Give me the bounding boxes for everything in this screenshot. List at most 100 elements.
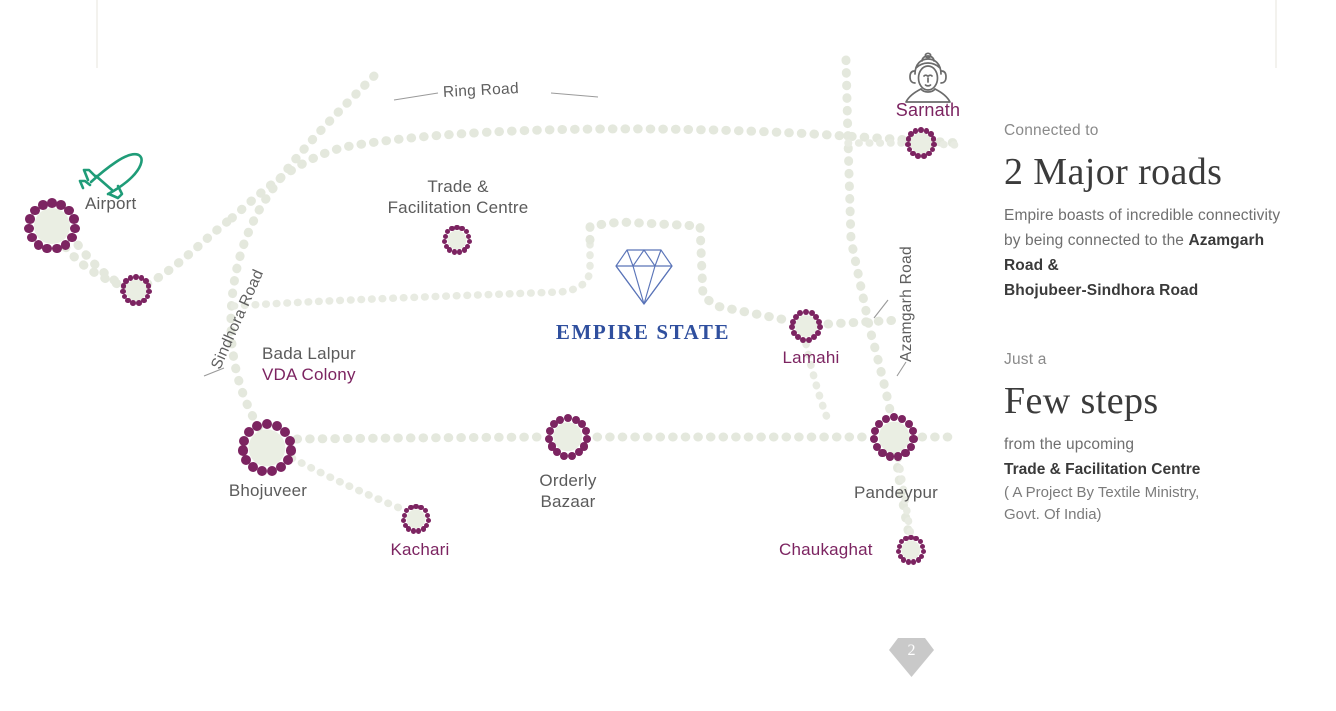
- map-node-dot: [931, 141, 937, 148]
- place-label-trade-facilitation-centre: Trade & Facilitation Centre: [338, 176, 578, 218]
- map-node-dot: [127, 275, 134, 281]
- guide-rule-right: [1275, 0, 1277, 68]
- map-node-dot: [442, 233, 448, 239]
- map-node-pandeypur[interactable]: [870, 413, 918, 461]
- brand-wordmark: EMPIRE STATE: [555, 320, 731, 344]
- map-node-dot: [560, 451, 569, 460]
- map-node-dot: [279, 426, 290, 438]
- map-node-dot: [24, 223, 34, 234]
- map-node-dot: [789, 318, 796, 325]
- map-node-orderly-bazaar[interactable]: [545, 414, 591, 460]
- map-node-dot: [425, 517, 431, 523]
- map-node-dot: [896, 543, 902, 549]
- map-node-lamahi[interactable]: [789, 309, 823, 343]
- map-node-dot: [285, 445, 296, 456]
- block-one-body: Empire boasts of incredible connectivity…: [1004, 203, 1294, 303]
- road-label-azamgarh-road: Azamgarh Road: [898, 246, 915, 362]
- map-node-core: [406, 509, 426, 529]
- place-label-bhojuveer: Bhojuveer: [228, 481, 308, 500]
- map-node-dot: [552, 448, 561, 457]
- map-node-bhojuveer[interactable]: [238, 419, 296, 477]
- guide-rule-left: [96, 0, 98, 68]
- map-node-dot: [790, 330, 797, 336]
- map-node-dot: [408, 505, 414, 511]
- map-node-dot: [910, 150, 917, 157]
- map-node-dot: [60, 239, 71, 250]
- map-node-dot: [145, 283, 152, 289]
- place-label-kachari: Kachari: [390, 540, 450, 559]
- map-node-dot: [808, 310, 815, 317]
- map-node-dot: [545, 427, 554, 436]
- map-node-dot: [275, 462, 287, 473]
- block-two-body-lead: from the upcoming: [1004, 436, 1135, 453]
- map-node-dot: [794, 334, 801, 341]
- subnote-line2: Govt. Of India): [1004, 506, 1102, 523]
- map-node-dot: [420, 526, 426, 532]
- map-node-dot: [563, 414, 573, 423]
- map-node-dot: [422, 508, 428, 514]
- map-node-dot: [870, 426, 880, 436]
- map-node-dot: [266, 466, 278, 477]
- map-node-trade-facilitation-centre[interactable]: [442, 225, 472, 255]
- map-node-dot: [908, 131, 914, 137]
- map-node-dot: [121, 293, 128, 300]
- map-node-dot: [29, 205, 40, 216]
- map-node-dot: [905, 559, 912, 565]
- map-node-dot: [70, 223, 80, 234]
- map-node-dot: [908, 535, 914, 541]
- block-two-eyebrow: Just a: [1004, 351, 1047, 368]
- map-node-dot: [271, 421, 282, 432]
- map-node-dot: [912, 128, 919, 134]
- map-node-dot: [123, 278, 129, 284]
- map-node-chaukaghat[interactable]: [896, 535, 926, 565]
- map-node-dot: [929, 146, 936, 153]
- map-node-junction-airport[interactable]: [120, 274, 152, 306]
- map-node-dot: [466, 233, 472, 239]
- place-label-chaukaghat: Chaukaghat: [779, 540, 873, 559]
- map-node-dot: [797, 310, 804, 317]
- map-node-dot: [120, 283, 127, 289]
- map-node-dot: [816, 318, 823, 325]
- map-node-dot: [896, 548, 902, 554]
- map-node-airport[interactable]: [24, 198, 80, 254]
- map-node-dot: [140, 297, 147, 304]
- place-label-pandeypur: Pandeypur: [853, 483, 939, 502]
- map-node-dot: [919, 553, 925, 559]
- map-node-dot: [413, 504, 419, 510]
- map-node-dot: [146, 288, 152, 295]
- map-node-dot: [442, 238, 448, 244]
- map-node-core: [901, 540, 921, 560]
- map-node-core: [553, 422, 583, 452]
- map-node-dot: [545, 434, 554, 443]
- map-node-dot: [466, 238, 472, 244]
- block-one-eyebrow: Connected to: [1004, 122, 1099, 139]
- map-node-dot: [135, 300, 142, 306]
- map-node-dot: [567, 451, 576, 460]
- page-number: 2: [907, 642, 916, 659]
- map-node-dot: [451, 249, 458, 255]
- map-node-dot: [803, 309, 809, 315]
- map-node-dot: [915, 153, 922, 159]
- block-one-road-names-inline: Azamgarh Road &: [1004, 232, 1265, 274]
- map-node-dot: [406, 526, 412, 532]
- info-block-major-roads: Connected to 2 Major roads Empire boasts…: [1004, 120, 1294, 303]
- map-node-dot: [239, 435, 250, 446]
- map-node-dot: [582, 427, 591, 436]
- map-node-dot: [815, 330, 822, 336]
- airplane-icon: [78, 148, 148, 205]
- map-node-dot: [42, 243, 53, 254]
- map-node-dot: [909, 434, 918, 444]
- map-node-sarnath[interactable]: [905, 127, 937, 159]
- map-node-dot: [282, 454, 293, 466]
- map-node-dot: [401, 517, 407, 523]
- map-node-dot: [47, 198, 57, 208]
- map-node-dot: [69, 213, 79, 224]
- map-node-dot: [64, 205, 75, 216]
- map-node-dot: [918, 127, 924, 133]
- place-label-lamahi: Lamahi: [782, 348, 840, 367]
- block-two-subnote: ( A Project By Textile Ministry, Govt. O…: [1004, 482, 1294, 526]
- location-map: .rd { fill:none; stroke:#e4e8dd; stroke-…: [24, 52, 963, 565]
- map-node-kachari[interactable]: [401, 504, 431, 534]
- place-label-bada-lalpur: Bada Lalpur VDA Colony: [262, 343, 356, 385]
- map-node-dot: [284, 435, 295, 446]
